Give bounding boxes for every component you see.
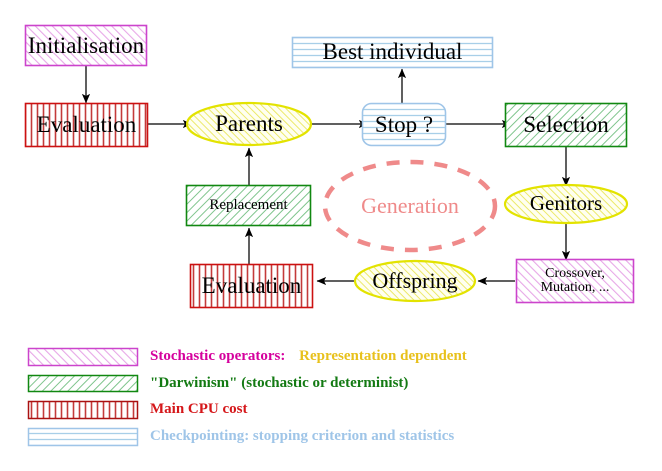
node-genitors-shape[interactable] — [503, 183, 629, 225]
legend-label-darwinism: "Darwinism" (stochastic or determinist) — [150, 375, 409, 391]
legend-label-checkpointing: Checkpointing: stopping criterion and st… — [150, 428, 455, 444]
legend-row-main-cpu-cost: Main CPU cost — [150, 401, 248, 418]
legend-row-checkpointing: Checkpointing: stopping criterion and st… — [150, 428, 454, 445]
node-replacement-shape[interactable] — [185, 184, 312, 227]
node-crossover-shape[interactable] — [515, 258, 635, 304]
node-parents-shape[interactable] — [185, 101, 313, 147]
legend-label-representation-dependent: Representation dependent — [299, 348, 467, 364]
legend-row-darwinism: "Darwinism" (stochastic or determinist) — [150, 375, 408, 392]
node-evaluation-bottom-shape[interactable] — [189, 263, 314, 309]
legend-swatch-darwinism — [27, 374, 139, 393]
edge-group — [81, 66, 571, 286]
legend-swatches — [27, 347, 139, 447]
node-best-individual-shape[interactable] — [291, 36, 494, 69]
node-stop-shape[interactable] — [361, 102, 447, 147]
node-evaluation-top-shape[interactable] — [24, 102, 149, 148]
node-generation-ellipse — [322, 159, 498, 253]
legend-swatch-stochastic-operators — [27, 347, 139, 367]
legend-swatch-checkpointing — [27, 427, 139, 447]
legend-label-main-cpu-cost: Main CPU cost — [150, 401, 248, 417]
legend-row-stochastic-operators: Stochastic operators: Representation dep… — [150, 348, 467, 365]
legend-swatch-main-cpu-cost — [27, 400, 139, 420]
node-initialisation-shape[interactable] — [24, 24, 148, 67]
legend-label-stochastic-operators: Stochastic operators: — [150, 348, 286, 364]
node-selection-shape[interactable] — [504, 102, 628, 148]
node-offspring-shape[interactable] — [353, 259, 477, 303]
